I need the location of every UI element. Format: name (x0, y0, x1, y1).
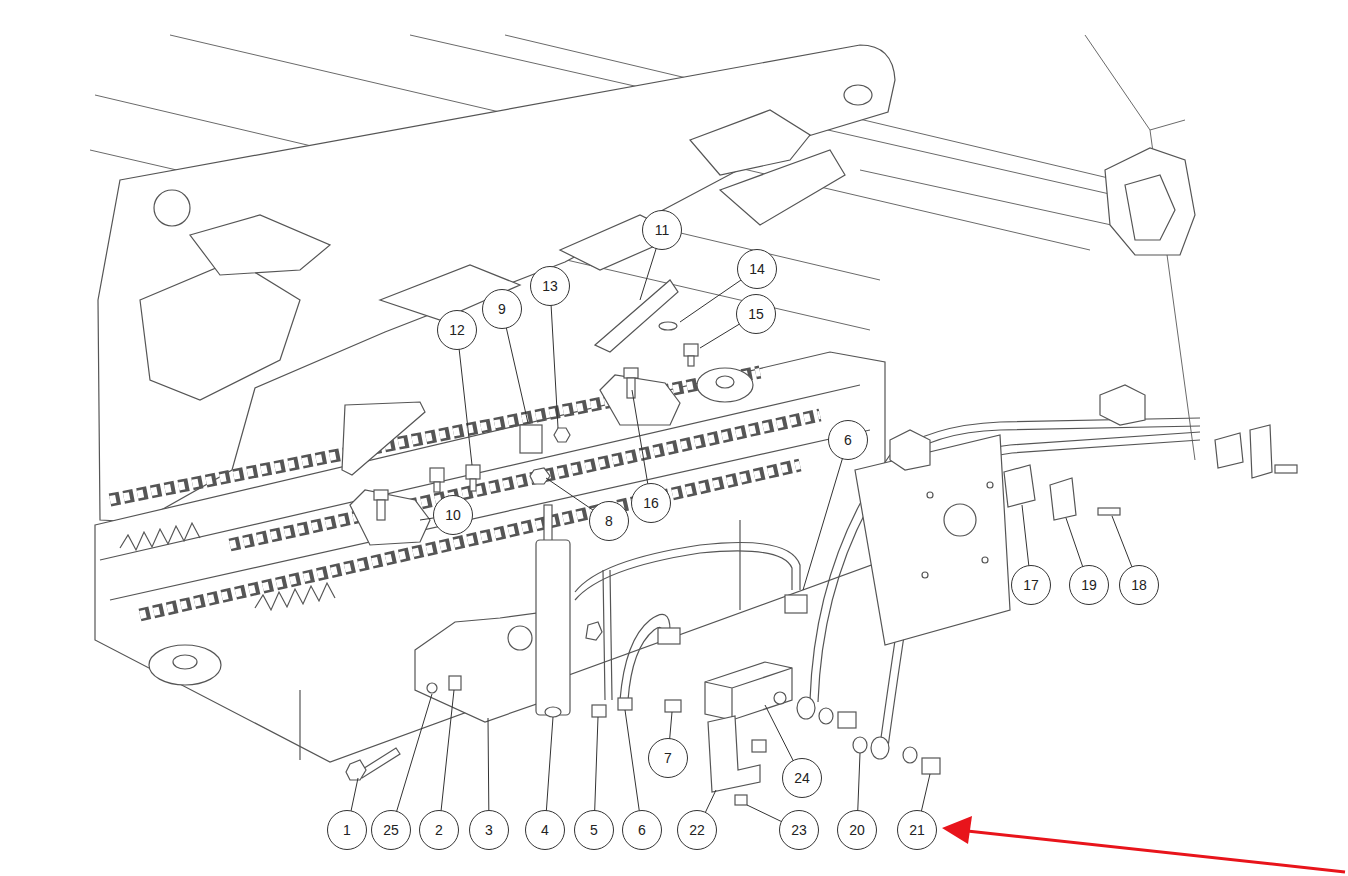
callout-label: 19 (1081, 578, 1097, 592)
callout-number: 17 (1011, 565, 1051, 605)
callout-number: 10 (433, 495, 473, 535)
callout-number: 18 (1119, 565, 1159, 605)
conveyor-housing (95, 352, 885, 762)
callout-label: 17 (1023, 578, 1039, 592)
callout-label: 14 (749, 262, 765, 276)
mounting-brackets (342, 280, 698, 545)
callout-label: 16 (643, 496, 659, 510)
callout-label: 1 (343, 823, 351, 837)
callout-label: 23 (791, 823, 807, 837)
callout-label: 10 (445, 508, 461, 522)
callout-label: 9 (498, 302, 506, 316)
hoses (575, 418, 1200, 747)
callout-label: 22 (689, 823, 705, 837)
valve-and-fittings (592, 385, 1297, 805)
callout-label: 24 (794, 771, 810, 785)
callout-number: 20 (837, 810, 877, 850)
callout-number: 21 (897, 810, 937, 850)
callout-label: 4 (541, 823, 549, 837)
callout-label: 15 (748, 307, 764, 321)
callout-number: 3 (469, 810, 509, 850)
callout-number: 22 (677, 810, 717, 850)
callout-label: 2 (435, 823, 443, 837)
callout-label: 6 (844, 433, 852, 447)
callout-label: 3 (485, 823, 493, 837)
callout-number: 14 (737, 249, 777, 289)
callout-label: 18 (1131, 578, 1147, 592)
callout-number: 24 (782, 758, 822, 798)
callout-number: 2 (419, 810, 459, 850)
callout-number: 7 (648, 738, 688, 778)
callout-label: 7 (664, 751, 672, 765)
callout-number: 19 (1069, 565, 1109, 605)
callout-label: 5 (590, 823, 598, 837)
right-side-panel (1105, 148, 1195, 255)
callout-label: 8 (605, 514, 613, 528)
callout-number: 11 (642, 210, 682, 250)
callout-label: 20 (849, 823, 865, 837)
callout-number: 6 (828, 420, 868, 460)
leader-lines (347, 230, 1139, 830)
callout-label: 12 (449, 323, 465, 337)
callout-label: 21 (909, 823, 925, 837)
callout-label: 13 (542, 279, 558, 293)
callout-number: 16 (631, 483, 671, 523)
callout-number: 13 (530, 266, 570, 306)
callout-number: 12 (437, 310, 477, 350)
callout-number: 6 (622, 810, 662, 850)
callout-label: 11 (655, 223, 670, 237)
callout-label: 6 (638, 823, 646, 837)
red-pointer-arrow (942, 816, 1345, 872)
callout-number: 1 (327, 810, 367, 850)
callout-number: 5 (574, 810, 614, 850)
callout-number: 8 (589, 501, 629, 541)
callout-number: 15 (736, 294, 776, 334)
callout-number: 23 (779, 810, 819, 850)
callout-label: 25 (383, 823, 399, 837)
cylinder-assembly (346, 505, 602, 780)
chains (110, 372, 820, 615)
callout-number: 9 (482, 289, 522, 329)
callout-number: 25 (371, 810, 411, 850)
callout-number: 4 (525, 810, 565, 850)
